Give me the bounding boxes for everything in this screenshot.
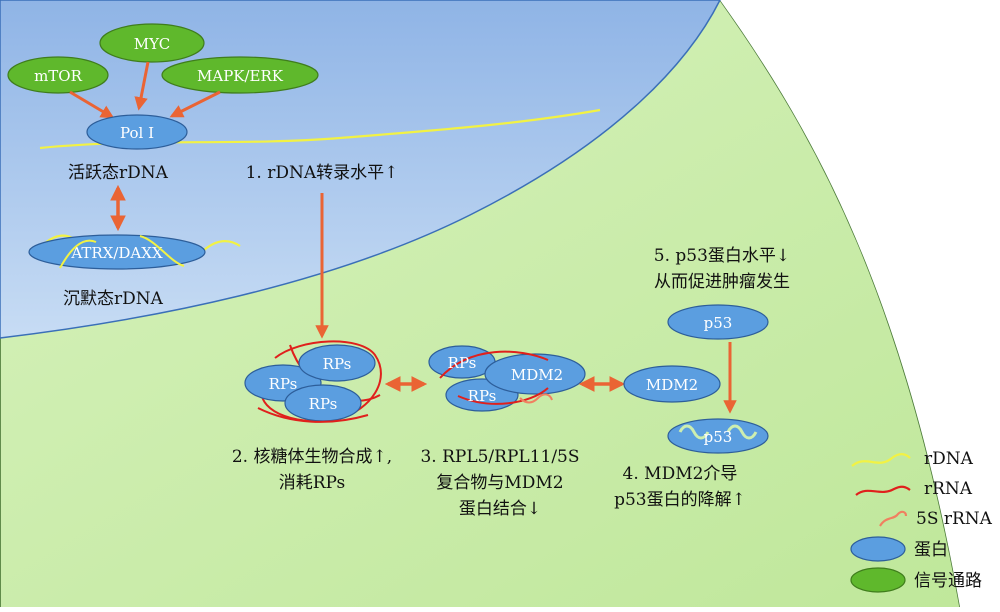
- rps-cluster: RPs RPs RPs: [244, 340, 382, 423]
- p53-degraded-node: p53: [667, 418, 769, 454]
- legend-rrna5s-label: 5S rRNA: [916, 509, 993, 529]
- rps-mdm2-complex: RPs RPs MDM2: [428, 345, 586, 412]
- arrow-mapk-pol1: [169, 90, 221, 118]
- atrx-daxx-label: ATRX/DAXX: [70, 244, 163, 262]
- silent-rdna-label: 沉默态rDNA: [63, 289, 164, 309]
- step4-line2: p53蛋白的降解↑: [614, 490, 746, 510]
- mdm2-free-node: MDM2: [623, 365, 721, 403]
- legend: rDNA rRNA 5S rRNA 蛋白 信号通路: [850, 449, 993, 593]
- mapk-label: MAPK/ERK: [197, 67, 284, 85]
- rrna-strand-5: [457, 387, 549, 405]
- p53-node: p53: [667, 304, 769, 340]
- rps-label-4: RPs: [448, 354, 477, 372]
- legend-signal-label: 信号通路: [914, 571, 982, 591]
- mdm2-complex-label: MDM2: [511, 366, 563, 384]
- legend-rdna-label: rDNA: [924, 449, 974, 469]
- pol1-node: Pol Ⅰ: [86, 114, 188, 150]
- mdm2-free-label: MDM2: [646, 376, 698, 394]
- step5-line1: 5. p53蛋白水平↓: [654, 246, 790, 266]
- rps-label-1: RPs: [269, 375, 298, 393]
- mtor-node: mTOR: [7, 56, 109, 94]
- step3-line2: 复合物与MDM2: [436, 473, 563, 493]
- legend-rrna5s-swatch: [879, 510, 908, 527]
- legend-rrna-swatch: [855, 485, 911, 496]
- degradation-mark-1: [678, 424, 710, 440]
- arrow-myc-pol1: [134, 61, 150, 111]
- p53-degraded-label: p53: [704, 428, 733, 446]
- legend-protein-label: 蛋白: [914, 540, 948, 560]
- step3-line3: 蛋白结合↓: [459, 499, 541, 519]
- rrna5s-strand-1: [519, 393, 553, 404]
- rrna-strand-3: [257, 407, 369, 423]
- step2-line1: 2. 核糖体生物合成↑,: [232, 447, 392, 467]
- step3-line1: 3. RPL5/RPL11/5S: [420, 447, 579, 467]
- step4-line1: 4. MDM2介导: [623, 464, 738, 484]
- legend-rrna-label: rRNA: [924, 479, 973, 499]
- step5-line2: 从而促进肿瘤发生: [654, 272, 790, 292]
- pol1-label: Pol Ⅰ: [120, 124, 154, 142]
- silent-rdna-wrap: [59, 235, 185, 269]
- p53-label: p53: [704, 314, 733, 332]
- myc-node: MYC: [99, 23, 205, 63]
- step2-line2: 消耗RPs: [279, 473, 346, 493]
- myc-label: MYC: [134, 35, 170, 53]
- legend-rdna-swatch: [851, 453, 911, 467]
- legend-signal-swatch: [850, 567, 906, 593]
- mapk-node: MAPK/ERK: [161, 56, 319, 94]
- arrow-mtor-pol1: [69, 90, 115, 119]
- rps-label-2: RPs: [323, 355, 352, 373]
- rrna-strand-4: [439, 350, 549, 379]
- rps-label-3: RPs: [309, 395, 338, 413]
- degradation-mark-2: [726, 424, 758, 440]
- mtor-label: mTOR: [34, 67, 83, 85]
- legend-protein-swatch: [850, 536, 906, 562]
- active-rdna-label: 活跃态rDNA: [68, 163, 169, 183]
- atrx-daxx-node: ATRX/DAXX: [28, 234, 206, 270]
- rps-label-5: RPs: [468, 387, 497, 405]
- step1-label: 1. rDNA转录水平↑: [246, 163, 399, 183]
